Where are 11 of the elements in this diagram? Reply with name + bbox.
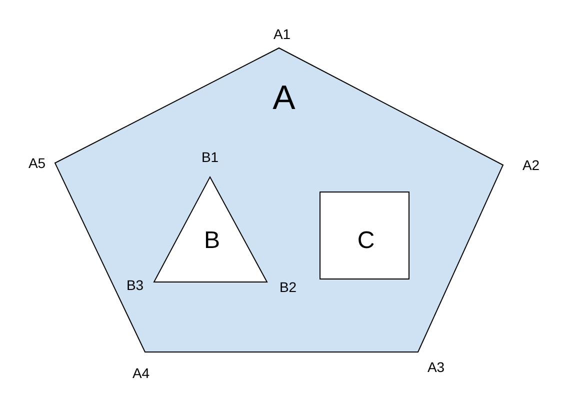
vertex-label: A1 [273, 27, 291, 41]
vertex-label: A3 [427, 360, 445, 374]
node-label: A [272, 81, 296, 115]
vertex-label: B2 [279, 280, 297, 294]
vertex-label: A2 [522, 158, 540, 172]
node-label: C [357, 229, 375, 253]
vertex-label: A4 [132, 366, 150, 380]
vertex-label: B3 [126, 278, 144, 292]
vertex-label: B1 [201, 150, 219, 164]
vertex-label: A5 [28, 156, 46, 170]
node-label: B [204, 229, 220, 253]
